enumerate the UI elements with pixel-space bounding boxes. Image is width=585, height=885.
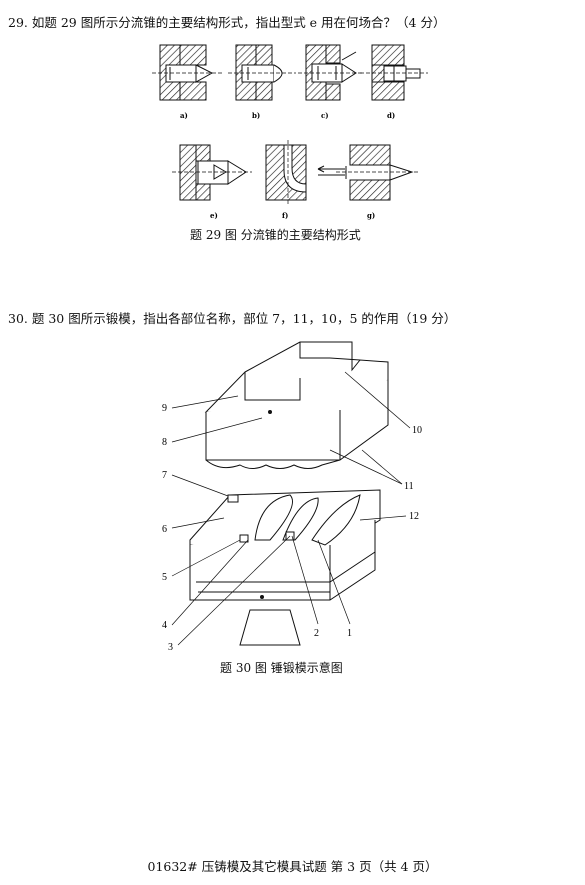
subfig-label-d: d) (387, 111, 395, 120)
leader-lines (171, 371, 411, 646)
part-label-6: 6 (162, 524, 167, 535)
part-label-7: 7 (162, 470, 167, 481)
figure-29-caption: 题 29 图 分流锥的主要结构形式 (190, 228, 361, 242)
part-label-5: 5 (162, 572, 167, 583)
part-label-2: 2 (314, 628, 319, 639)
spreader-type-d (360, 44, 428, 101)
subfig-label-b: b) (252, 111, 260, 120)
part-label-11: 11 (404, 481, 414, 492)
spreader-type-b (228, 44, 296, 101)
part-label-9: 9 (162, 403, 167, 414)
spreader-type-c (298, 44, 364, 101)
figure-30-caption: 题 30 图 锤锻模示意图 (220, 661, 343, 675)
part-label-12: 12 (409, 511, 419, 522)
part-label-4: 4 (162, 620, 167, 631)
subfig-label-a: a) (180, 111, 188, 120)
spreader-type-e (172, 144, 252, 201)
figure-29: a) b) c) d) e) f) g) (152, 44, 428, 220)
subfig-label-f: f) (282, 211, 288, 220)
question-30-text: 30. 题 30 图所示锻模，指出各部位名称，部位 7，11，10，5 的作用（… (8, 311, 457, 326)
figure-30: 9 10 8 11 7 12 6 5 4 3 2 1 (162, 341, 422, 653)
part-label-3: 3 (168, 642, 173, 653)
question-29-text: 29. 如题 29 图所示分流锥的主要结构形式，指出型式 e 用在何场合？（4 … (8, 15, 446, 30)
part-label-1: 1 (347, 628, 352, 639)
subfig-label-e: e) (210, 211, 218, 220)
subfig-label-c: c) (321, 111, 329, 120)
upper-die (204, 341, 389, 469)
page-footer: 01632# 压铸模及其它模具试题 第 3 页（共 4 页） (147, 859, 438, 874)
spreader-type-a (152, 44, 222, 101)
spreader-type-g (317, 144, 418, 201)
spreader-type-f (265, 140, 307, 206)
part-label-10: 10 (412, 425, 422, 436)
lower-die (189, 489, 381, 646)
part-label-8: 8 (162, 437, 167, 448)
subfig-label-g: g) (367, 211, 375, 220)
